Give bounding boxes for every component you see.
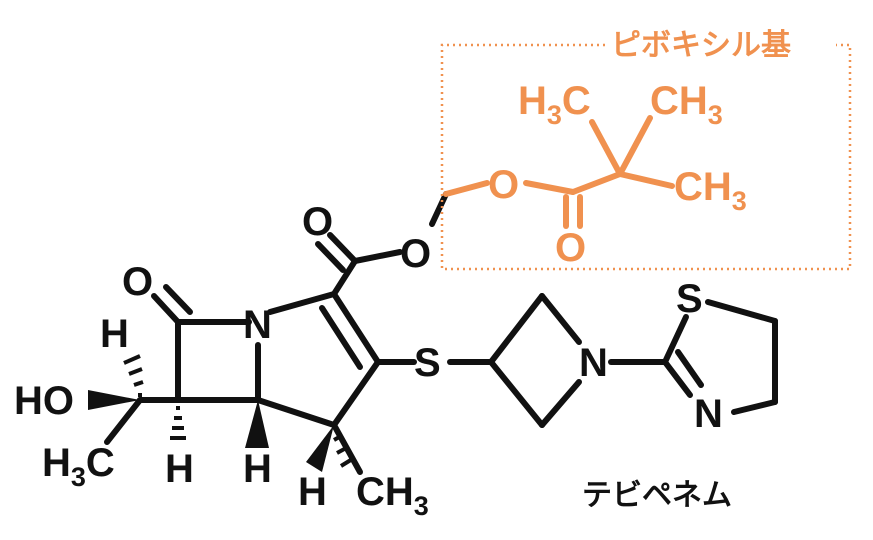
black-labels: O N O O S N S N HO H H H H CH3 H3C — [14, 200, 723, 521]
o-piv-carbonyl-label: O — [555, 226, 586, 270]
bond-ccoo-o1b — [315, 241, 346, 273]
bond-c7-o — [151, 293, 181, 325]
bond-cco-cq — [570, 171, 623, 195]
ch3-piv-top-label: CH3 — [650, 79, 723, 130]
n-azetidine-label: N — [579, 341, 608, 385]
orange-labels: O O H3C CH3 CH3 — [488, 79, 747, 270]
bond-az-1 — [488, 293, 545, 365]
bond-c2t-n — [662, 359, 693, 398]
wedge-bonds — [88, 390, 334, 472]
h3c-piv-label: H3C — [518, 79, 591, 130]
n-thiazoline-label: N — [694, 392, 723, 436]
bond-o2-ch2 — [429, 191, 449, 227]
o-piv-ester-label: O — [488, 163, 519, 207]
bond-c3-c4 — [331, 359, 381, 428]
bond-cq-ch3right — [617, 171, 675, 189]
wedge-c1p-ho — [88, 390, 140, 410]
bond-ccoo-o1 — [327, 232, 358, 264]
pivoxil-highlight-box — [440, 43, 852, 271]
pivoxil-bonds — [443, 115, 675, 229]
bond-c1p-ch3 — [104, 397, 143, 445]
bond-c2-ccoo — [331, 258, 358, 297]
o-ester-label: O — [400, 232, 431, 276]
s-thiazoline-label: S — [676, 277, 703, 321]
wedge-c4-h — [306, 425, 334, 472]
bond-ch2-o — [443, 180, 490, 197]
bond-c7-o-2 — [163, 284, 193, 315]
n-ring-label: N — [243, 303, 272, 347]
ch3-piv-right-label: CH3 — [674, 165, 747, 216]
pivoxil-group-label: ピボキシル基 — [611, 28, 791, 63]
ch3-main-label: CH3 — [356, 470, 429, 521]
o-lactam-label: O — [122, 260, 153, 304]
bond-c4-c5 — [255, 397, 337, 428]
ho-label: HO — [14, 379, 74, 423]
h3c-left-label: H3C — [42, 441, 115, 492]
bond-c4t-n — [731, 399, 778, 415]
wedge-c5-h — [245, 400, 269, 448]
h-bottom-mid-label: H — [243, 447, 272, 491]
bond-cq-ch3top — [617, 115, 653, 177]
bond-az-4 — [488, 359, 545, 428]
h-bottom-left-label: H — [165, 447, 194, 491]
bond-s-c5t — [705, 299, 778, 324]
bond-ccoo-o2 — [352, 249, 403, 264]
molecule-name-label: テビペネム — [582, 478, 732, 513]
bond-az-3 — [539, 379, 582, 428]
bond-az-2 — [539, 293, 582, 345]
bond-c2t-n-2 — [675, 349, 704, 388]
hashed-bonds — [123, 354, 356, 468]
o-carbonyl-label: O — [302, 200, 333, 244]
h-top-label: H — [100, 312, 129, 356]
bond-c2t-s — [662, 314, 689, 365]
h-bottom-right-label: H — [298, 470, 327, 514]
bond-cq-h3c — [589, 119, 623, 177]
bond-n-c2 — [267, 291, 337, 315]
bond-c2-c3-2 — [319, 305, 363, 370]
s-link-label: S — [414, 341, 441, 385]
bond-o-cco — [523, 180, 576, 195]
bond-c2-c3 — [331, 291, 381, 365]
main-bonds — [104, 191, 778, 475]
